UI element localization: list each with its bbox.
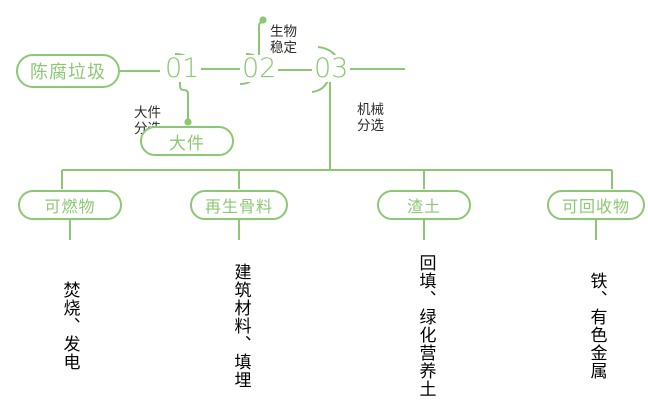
node-output-4-label: 可回收物 — [561, 197, 630, 216]
dot-bio — [259, 16, 267, 24]
stage-number-02-label: 02 — [242, 53, 277, 84]
label-stage-02-process-text: 生物 稳定 — [270, 24, 297, 56]
node-output-3[interactable]: 渣土 — [377, 190, 471, 220]
node-output-bulky-label: 大件 — [169, 133, 205, 154]
link-01-to-bulky — [179, 70, 189, 119]
detail-box-3-text: 回填、绿化营养土 — [415, 254, 436, 398]
node-output-1[interactable]: 可燃物 — [18, 190, 122, 220]
detail-box-4-text: 铁、有色金属 — [586, 272, 607, 380]
label-stage-03-process-text: 机械 分选 — [357, 102, 384, 134]
detail-box-1-text: 焚烧、发电 — [59, 281, 80, 371]
node-source-stale-waste[interactable]: 陈腐垃圾 — [16, 54, 120, 88]
dot-bulky — [184, 118, 192, 126]
detail-box-2[interactable]: 建筑材料、填埋 — [198, 240, 282, 412]
stage-number-02[interactable]: 02 — [240, 53, 279, 84]
detail-box-3[interactable]: 回填、绿化营养土 — [383, 240, 467, 412]
label-stage-02-process: 生物 稳定 — [270, 8, 297, 56]
stage-number-03[interactable]: 03 — [312, 53, 351, 84]
node-output-3-label: 渣土 — [406, 197, 441, 216]
stage-number-01-label: 01 — [165, 53, 200, 84]
label-stage-03-process: 机械 分选 — [357, 86, 384, 134]
stage-number-03-label: 03 — [314, 53, 349, 84]
detail-box-1[interactable]: 焚烧、发电 — [27, 240, 111, 412]
node-output-bulky[interactable]: 大件 — [140, 126, 234, 156]
node-output-2-label: 再生骨料 — [204, 197, 273, 216]
detail-box-2-text: 建筑材料、填埋 — [230, 263, 251, 389]
stage-number-01[interactable]: 01 — [163, 53, 202, 84]
node-output-2[interactable]: 再生骨料 — [190, 190, 288, 220]
node-output-4[interactable]: 可回收物 — [547, 190, 645, 220]
node-source-label: 陈腐垃圾 — [30, 62, 106, 83]
detail-box-4[interactable]: 铁、有色金属 — [554, 240, 638, 412]
node-output-1-label: 可燃物 — [44, 197, 96, 216]
